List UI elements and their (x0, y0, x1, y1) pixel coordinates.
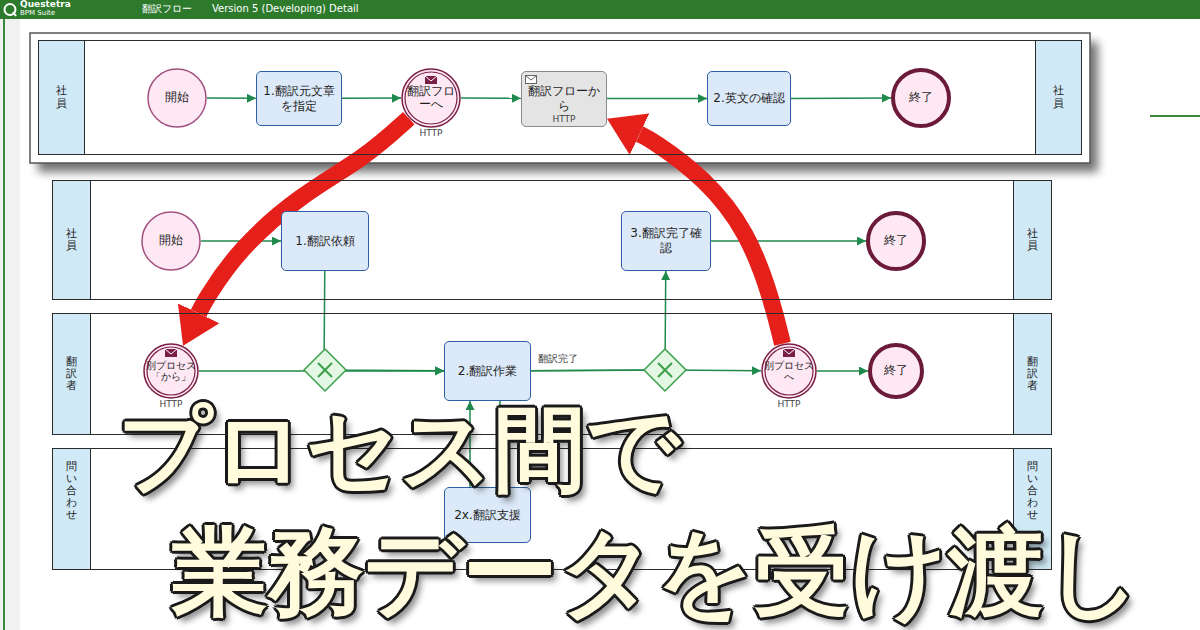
task-label: 1.翻訳依頼 (291, 234, 358, 249)
event-label: 終了 (871, 364, 921, 377)
start-event: 開始 (141, 211, 201, 271)
side-line (3, 19, 5, 630)
task-box: 1.翻訳元文章を指定 (256, 71, 342, 126)
task-label: 1.翻訳元文章を指定 (257, 84, 341, 114)
protocol-label: HTTP (777, 400, 800, 409)
task-label: 3.翻訳完了確認 (622, 226, 710, 256)
envelope-icon (525, 75, 537, 84)
task-label: 翻訳フローから (522, 84, 606, 114)
headline: プロセス間で (118, 404, 680, 496)
task-box: 3.翻訳完了確認 (621, 211, 711, 271)
sequence-flow (342, 97, 401, 99)
lane-header: 翻訳者 (1013, 314, 1051, 434)
end-event: 終了 (891, 68, 951, 128)
flow-label: 翻訳完了 (536, 353, 580, 364)
message-event: 翻訳フローへHTTP (401, 68, 461, 128)
message-event: 別プロセスへHTTP (761, 343, 817, 399)
task-box: 2.英文の確認 (707, 71, 791, 126)
lane-header: 社員 (1035, 41, 1081, 154)
product-name: Questetra (20, 0, 71, 9)
lane-header: 社員 (1013, 181, 1051, 299)
event-label: 別プロセス「から」 (145, 360, 197, 382)
task-box: 2.翻訳作業 (444, 341, 531, 401)
logo-icon (13, 12, 16, 16)
lane-header: 翻訳者 (53, 314, 91, 434)
message-event: 別プロセス「から」HTTP (143, 343, 199, 399)
inset-panel (30, 33, 1090, 163)
swimlane: 社員社員開始1.翻訳元文章を指定翻訳フローへHTTP翻訳フローからHTTP2.英… (38, 40, 1082, 155)
task-label: 2.英文の確認 (709, 91, 788, 106)
receive-task-box: 翻訳フローからHTTP (521, 71, 607, 127)
sequence-flow (607, 98, 707, 100)
lane-label: 社員 (56, 85, 67, 109)
sequence-flow (817, 370, 868, 372)
event-label: 別プロセスへ (763, 360, 815, 382)
sequence-flow (324, 271, 444, 371)
lane-label: 問い合わせ (66, 461, 77, 521)
task-label: 2x.翻訳支援 (450, 508, 525, 523)
lane-header: 社員 (53, 181, 91, 299)
event-label: 終了 (869, 234, 923, 247)
lane-label: 社員 (1053, 85, 1064, 109)
protocol-label: HTTP (419, 129, 442, 138)
product-subtitle: BPM Suite (20, 10, 55, 17)
envelope-icon (425, 76, 437, 84)
event-label: 翻訳フローへ (404, 85, 458, 111)
sequence-flow (531, 271, 666, 371)
sequence-flow (207, 97, 256, 99)
start-event: 開始 (147, 68, 207, 128)
gateway-diamond (304, 349, 346, 391)
task-label: 2.翻訳作業 (454, 364, 521, 379)
version-info: Version 5 (Developing) Detail (212, 4, 359, 14)
lane-label: 翻訳者 (1027, 356, 1038, 392)
swimlane: 社員 社員 開始 1.翻訳依頼 3.翻訳完了確認 終了 (52, 180, 1052, 300)
sequence-flow (791, 97, 891, 99)
side-band (0, 19, 20, 630)
lane-header: 問い合わせ (53, 449, 91, 569)
envelope-icon (783, 349, 795, 357)
end-event: 終了 (868, 343, 924, 399)
sequence-flow (711, 240, 866, 242)
envelope-icon (165, 349, 177, 357)
background-line (1150, 115, 1200, 117)
gateway-diamond (644, 349, 686, 391)
event-label: 開始 (150, 91, 204, 104)
title-bar (0, 0, 1200, 19)
lane-label: 問い合わせ (1027, 461, 1038, 521)
data-transfer-arrow (199, 118, 409, 313)
event-label: 終了 (894, 91, 948, 104)
lane-label: 社員 (66, 228, 77, 252)
end-event: 終了 (866, 211, 926, 271)
task-box: 1.翻訳依頼 (281, 211, 369, 271)
lane-label: 社員 (1027, 228, 1038, 252)
lane-header: 社員 (39, 41, 85, 154)
logo-icon (5, 4, 16, 15)
sequence-flow (461, 97, 521, 99)
event-label: 開始 (144, 234, 198, 247)
process-name: 翻訳フロー (142, 4, 192, 14)
protocol-label: HTTP (552, 115, 575, 124)
headline: 業務データを受け渡し (172, 524, 1142, 620)
lane-label: 翻訳者 (66, 356, 77, 392)
